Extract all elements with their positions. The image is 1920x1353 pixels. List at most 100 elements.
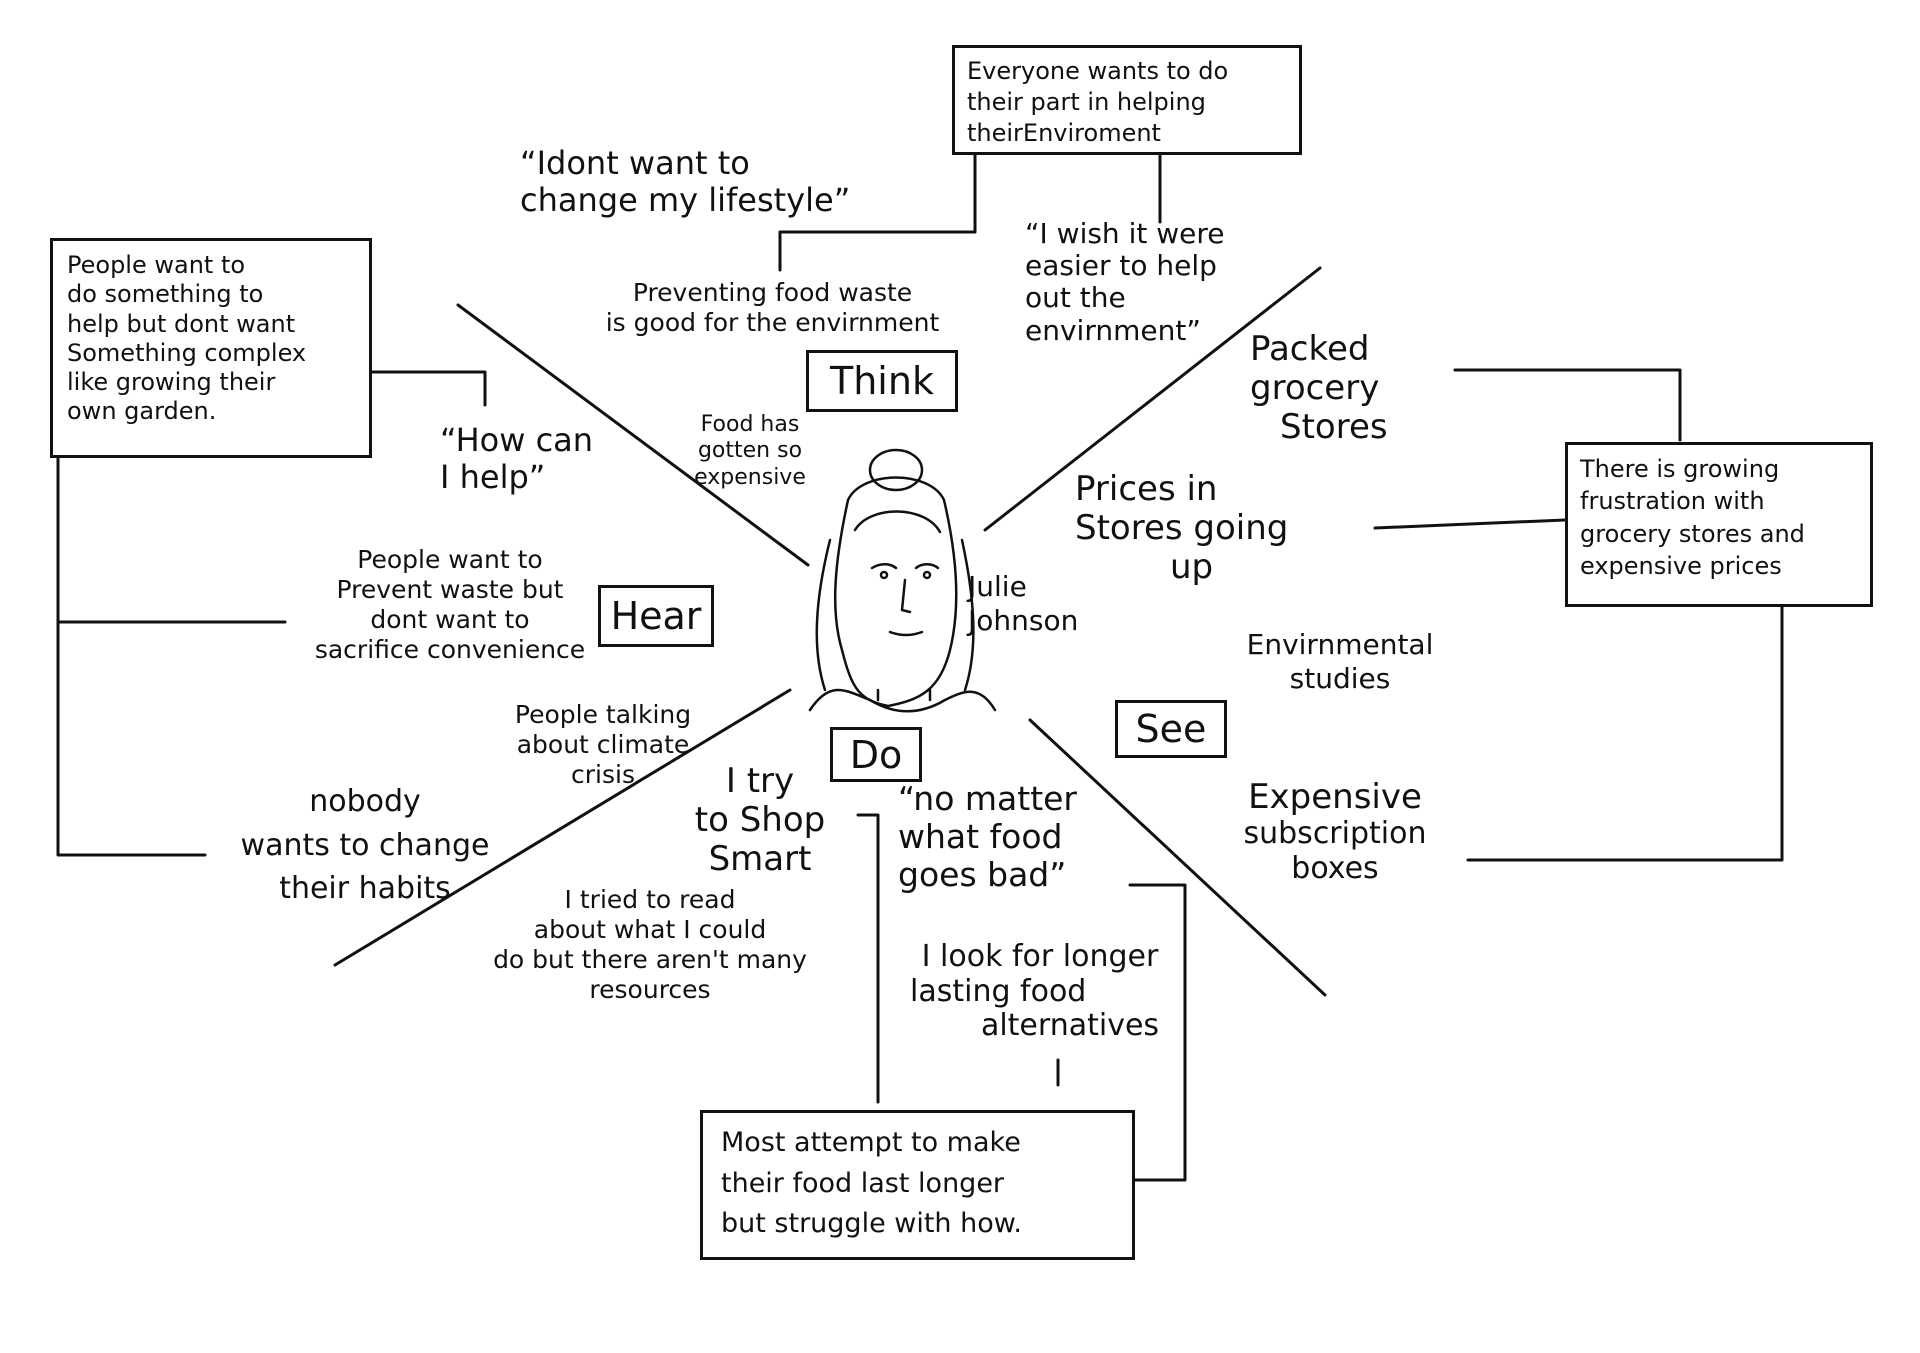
text-line: frustration with [1580, 487, 1765, 516]
text-line: theirEnviroment [967, 119, 1161, 148]
text-line: “How can [440, 421, 594, 459]
see-box-frustration: There is growing frustration with grocer… [1565, 442, 1873, 607]
quadrant-label-hear: Hear [598, 585, 714, 647]
connector-frustration-prices [1373, 518, 1567, 530]
text-line: their food last longer [721, 1167, 1005, 1199]
persona-name-line: Johnson [968, 603, 1079, 637]
text-line: own garden. [67, 397, 217, 426]
text-line: change my lifestyle” [520, 180, 851, 219]
persona-name: Julie Johnson [968, 570, 1078, 637]
text-line: Something complex [67, 338, 307, 367]
text-line: Smart [708, 839, 812, 880]
text-line: There is growing [1580, 455, 1780, 483]
text-line: goes bad” [898, 854, 1067, 894]
divider-think-see [983, 266, 1322, 532]
text-line: Everyone wants to do [967, 57, 1229, 85]
persona-name-line: Julie [968, 570, 1027, 603]
text-line: I help” [440, 457, 546, 496]
text-line: crisis [571, 760, 635, 789]
connector-attempt-shop [856, 813, 880, 1104]
do-read: I tried to read about what I could do bu… [455, 885, 845, 1005]
text-line: alternatives [980, 1008, 1160, 1043]
text-line: Envirnmental [1246, 628, 1434, 661]
hear-box-people-want: People want to do something to help but … [50, 238, 372, 458]
do-quote-matter: “no matter what food goes bad” [898, 780, 1077, 894]
text-line: Stores going [1075, 508, 1289, 549]
see-studies: Envirnmental studies [1210, 628, 1470, 695]
text-line: to Shop [694, 800, 826, 841]
text-line: Prevent waste but [336, 575, 564, 604]
think-quote-lifestyle: “Idont want to change my lifestyle” [520, 145, 850, 219]
persona-sketch [808, 448, 997, 713]
connector-people-box-right [368, 370, 487, 407]
text-line: do something to [67, 280, 264, 309]
text-line: wants to change [240, 827, 490, 863]
text-line: about climate [516, 730, 690, 759]
hear-prevent-waste: People want to Prevent waste but dont wa… [290, 545, 610, 665]
quadrant-label-see: See [1115, 700, 1227, 758]
text-line: their part in helping [967, 88, 1206, 117]
quadrant-label-think: Think [806, 350, 958, 412]
divider-think-hear [456, 303, 810, 567]
connector-frustration-subscription [1466, 603, 1784, 862]
text-line: Stores [1280, 407, 1388, 448]
text-line: “no matter [898, 779, 1078, 818]
do-shop-smart: I try to Shop Smart [660, 761, 860, 880]
text-line: easier to help [1025, 249, 1217, 283]
think-quote-wish: “I wish it were easier to help out the e… [1025, 217, 1225, 347]
connector-attempt-quote [1128, 883, 1187, 1182]
text-line: boxes [1291, 850, 1379, 886]
text-line: but struggle with how. [721, 1208, 1022, 1239]
connector-everyone-box [778, 150, 977, 272]
text-line: subscription [1243, 816, 1427, 852]
text-line: I tried to read [564, 885, 736, 914]
text-line: envirnment” [1025, 313, 1201, 347]
text-line: People talking [514, 700, 692, 729]
text-line: expensive prices [1580, 552, 1782, 581]
divider-hear-do [333, 688, 792, 967]
text-line: Food has [700, 412, 800, 437]
text-line: grocery stores and [1580, 519, 1805, 548]
connector-people-box-left [56, 453, 207, 857]
text-line: nobody [309, 784, 421, 819]
text-line: about what I could [533, 915, 767, 944]
think-box-everyone: Everyone wants to do their part in helpi… [952, 45, 1302, 155]
text-line: “Idont want to [520, 144, 750, 182]
text-line: Packed [1250, 329, 1370, 369]
text-line: do but there aren't many [493, 945, 807, 974]
see-prices: Prices in Stores going up [1075, 469, 1289, 587]
hear-habits: nobody wants to change their habits [205, 780, 525, 911]
text-line: is good for the envirnment [605, 308, 940, 337]
text-line: Expensive [1248, 777, 1422, 817]
text-line: grocery [1250, 368, 1380, 409]
text-line: “I wish it were [1025, 217, 1225, 250]
text-line: out the [1025, 281, 1126, 315]
text-line: like growing their [67, 368, 276, 397]
text-line: Prices in [1075, 469, 1218, 509]
do-box-attempt: Most attempt to make their food last lon… [700, 1110, 1135, 1260]
text-line: dont want to [370, 605, 530, 634]
quadrant-label-do: Do [830, 727, 922, 782]
text-line: gotten so [697, 438, 803, 464]
divider-do-see [1028, 718, 1327, 997]
text-line: People want to [357, 545, 543, 574]
text-line: I look for longer [921, 939, 1159, 974]
text-line: help but dont want [67, 309, 296, 338]
text-line: sacrifice convenience [314, 635, 586, 664]
hear-food-expensive: Food has gotten so expensive [660, 412, 840, 491]
do-longer-lasting: I look for longer lasting food alternati… [900, 939, 1180, 1044]
text-line: resources [589, 975, 711, 1004]
text-line: what food [898, 816, 1063, 856]
hear-climate: People talking about climate crisis [478, 700, 728, 790]
text-line: expensive [694, 464, 806, 490]
text-line: studies [1289, 661, 1391, 695]
text-line: lasting food [910, 973, 1087, 1009]
text-line: Most attempt to make [721, 1127, 1021, 1158]
see-packed: Packed grocery Stores [1250, 329, 1388, 448]
see-subscription: Expensive subscription boxes [1215, 777, 1455, 886]
text-line: People want to [67, 251, 246, 279]
text-line: I try [725, 761, 795, 801]
think-statement-waste: Preventing food waste is good for the en… [545, 278, 1000, 338]
text-line: their habits [279, 871, 451, 906]
